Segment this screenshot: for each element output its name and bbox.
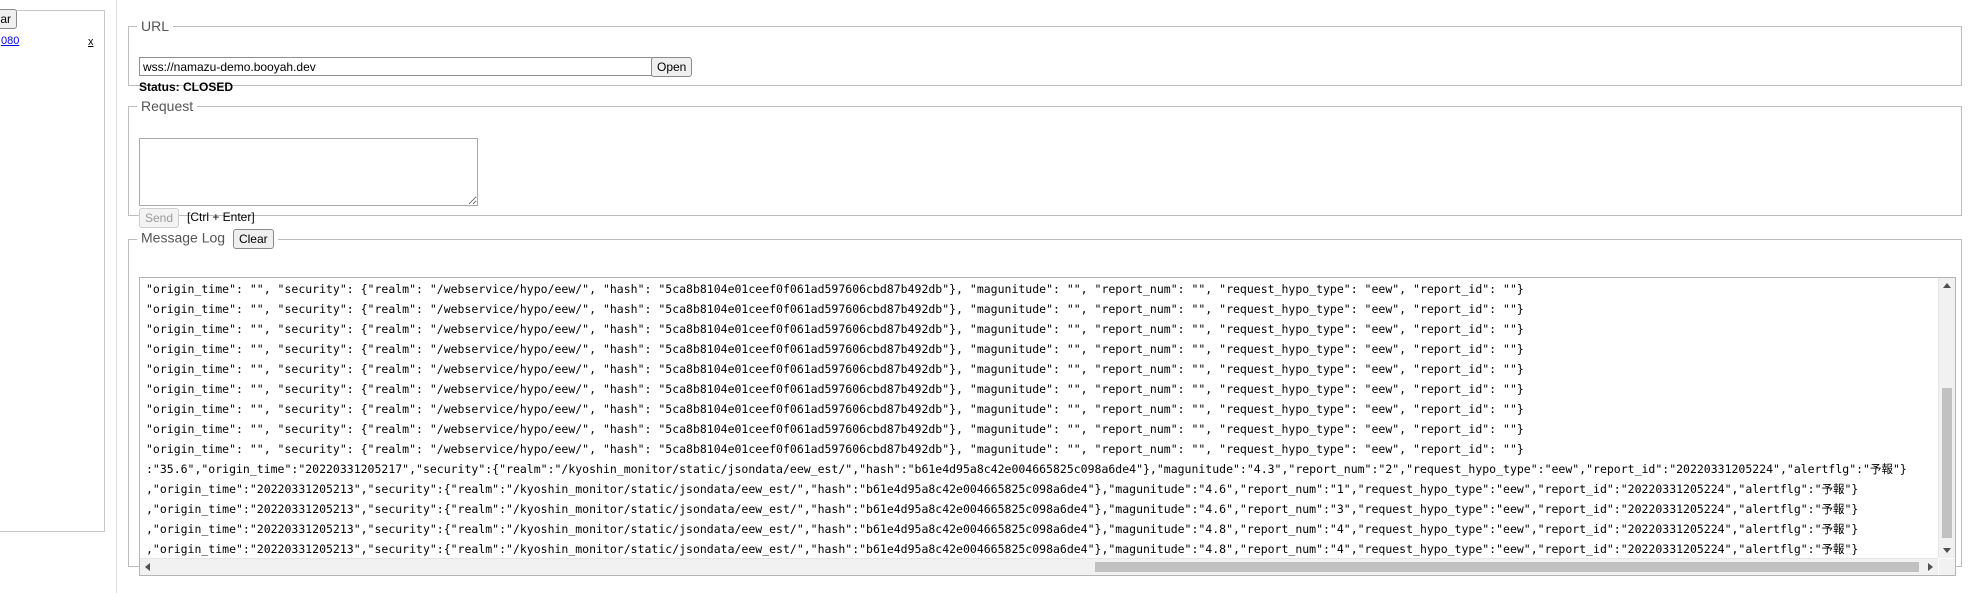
message-log-lines: "origin_time": "", "security": {"realm":…: [146, 279, 1926, 559]
horizontal-scrollbar[interactable]: [140, 558, 1938, 575]
vertical-scroll-thumb[interactable]: [1942, 388, 1952, 538]
status-label: Status:: [139, 80, 180, 94]
horizontal-scroll-thumb[interactable]: [1095, 562, 1919, 572]
url-legend: URL: [141, 18, 170, 34]
request-fieldset: Request Send [Ctrl + Enter]: [128, 98, 1962, 228]
history-sidebar: lear 080 x: [0, 9, 105, 532]
log-line: "origin_time": "", "security": {"realm":…: [146, 442, 1524, 456]
history-item-remove[interactable]: x: [88, 36, 94, 48]
log-line: "origin_time": "", "security": {"realm":…: [146, 402, 1524, 416]
scroll-down-icon[interactable]: [1943, 548, 1951, 553]
log-line: ,"origin_time":"20220331205213","securit…: [146, 542, 1859, 556]
scroll-left-icon[interactable]: [145, 563, 150, 571]
panel-divider: [116, 0, 117, 593]
log-line: "origin_time": "", "security": {"realm":…: [146, 382, 1524, 396]
scroll-up-icon[interactable]: [1943, 283, 1951, 288]
message-log-legend: Message Log Clear: [137, 229, 278, 249]
clear-log-button[interactable]: Clear: [232, 229, 274, 249]
scroll-right-icon[interactable]: [1928, 563, 1933, 571]
clear-history-button[interactable]: lear: [0, 9, 18, 29]
send-button[interactable]: Send: [139, 208, 180, 228]
message-log-title: Message Log: [141, 229, 226, 246]
send-shortcut-hint: [Ctrl + Enter]: [187, 210, 255, 224]
status-value: CLOSED: [183, 80, 234, 94]
log-line: ,"origin_time":"20220331205213","securit…: [146, 502, 1859, 516]
url-input[interactable]: [139, 57, 653, 76]
request-body-textarea[interactable]: [139, 138, 478, 206]
url-fieldset: URL Open Status: CLOSED: [128, 18, 1962, 94]
log-line: "origin_time": "", "security": {"realm":…: [146, 282, 1524, 296]
log-line: "origin_time": "", "security": {"realm":…: [146, 342, 1524, 356]
request-legend: Request: [141, 98, 194, 114]
vertical-scrollbar[interactable]: [1938, 278, 1955, 558]
log-line: "origin_time": "", "security": {"realm":…: [146, 362, 1524, 376]
log-line: "origin_time": "", "security": {"realm":…: [146, 302, 1524, 316]
log-line: ,"origin_time":"20220331205213","securit…: [146, 482, 1859, 496]
log-line: "origin_time": "", "security": {"realm":…: [146, 322, 1524, 336]
log-line: "origin_time": "", "security": {"realm":…: [146, 422, 1524, 436]
log-line: :"35.6","origin_time":"20220331205217","…: [146, 462, 1907, 476]
connection-status: Status: CLOSED: [139, 80, 233, 94]
log-line: ,"origin_time":"20220331205213","securit…: [146, 522, 1859, 536]
open-button[interactable]: Open: [651, 57, 693, 77]
message-log-box[interactable]: "origin_time": "", "security": {"realm":…: [139, 277, 1956, 576]
history-item-link[interactable]: 080: [1, 35, 20, 47]
scroll-corner: [1939, 559, 1955, 575]
message-log-fieldset: Message Log Clear "origin_time": "", "se…: [128, 229, 1962, 576]
